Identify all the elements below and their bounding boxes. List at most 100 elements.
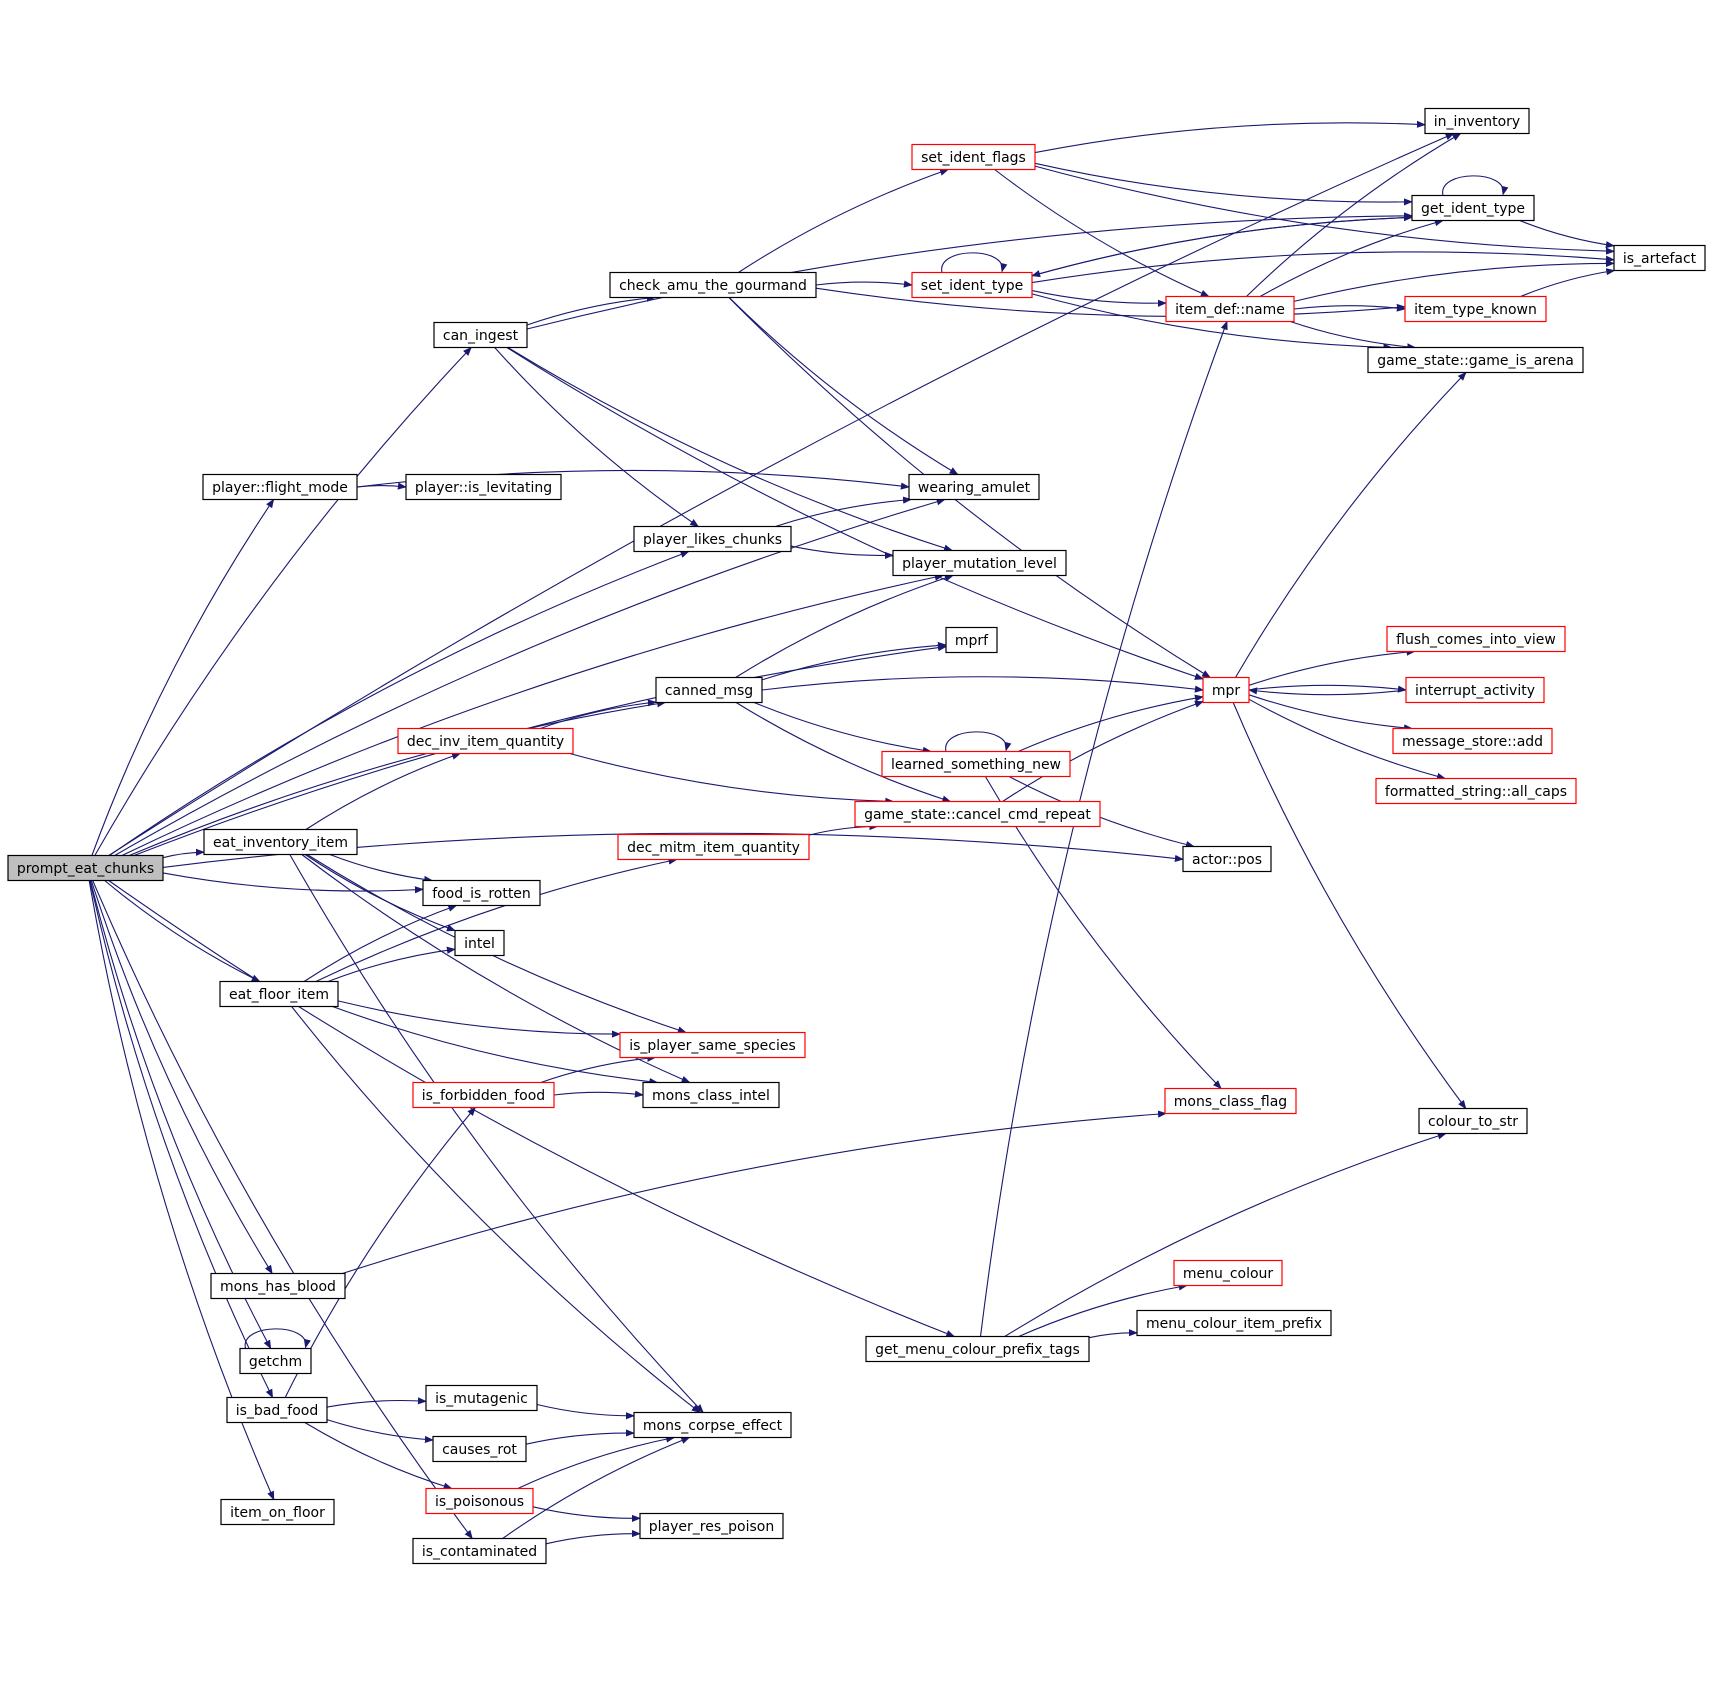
node-getchm[interactable]: getchm: [239, 1347, 312, 1375]
node-player-flight-mode[interactable]: player::flight_mode: [202, 473, 358, 501]
node-prompt-eat-chunks[interactable]: prompt_eat_chunks: [7, 854, 164, 882]
edge-check-amu-the-gourmand-to-item-type-known: [815, 287, 1406, 317]
node-causes-rot[interactable]: causes_rot: [432, 1435, 527, 1463]
edge-prompt-eat-chunks-to-mons-has-blood: [90, 880, 273, 1275]
node-player-likes-chunks[interactable]: player_likes_chunks: [633, 525, 792, 553]
edge-is-contaminated-to-mons-corpse-effect: [502, 1436, 691, 1539]
edge-eat-inventory-item-to-food-is-rotten: [329, 853, 434, 884]
node-label: menu_colour: [1183, 1266, 1274, 1282]
node-box: [1367, 346, 1584, 374]
node-is-forbidden-food[interactable]: is_forbidden_food: [412, 1081, 555, 1109]
node-formatted-string-all-caps[interactable]: formatted_string::all_caps: [1375, 777, 1577, 805]
node-box: [1418, 1107, 1528, 1135]
node-label: mons_class_intel: [652, 1088, 770, 1104]
node-canned-msg[interactable]: canned_msg: [655, 676, 763, 704]
node-label: dec_inv_item_quantity: [407, 734, 564, 750]
node-is-artefact[interactable]: is_artefact: [1613, 244, 1706, 272]
edge-causes-rot-to-mons-corpse-effect: [525, 1429, 635, 1445]
node-mpr[interactable]: mpr: [1202, 676, 1250, 704]
edge-get-menu-colour-prefix-tags-to-menu-colour-item-prefix: [1088, 1329, 1138, 1339]
node-mons-class-intel[interactable]: mons_class_intel: [642, 1081, 780, 1109]
node-check-amu-the-gourmand[interactable]: check_amu_the_gourmand: [609, 271, 817, 299]
node-is-contaminated[interactable]: is_contaminated: [412, 1537, 547, 1565]
node-set-ident-flags[interactable]: set_ident_flags: [911, 143, 1036, 171]
node-menu-colour[interactable]: menu_colour: [1173, 1259, 1283, 1287]
node-interrupt-activity[interactable]: interrupt_activity: [1405, 676, 1545, 704]
node-get-ident-type[interactable]: get_ident_type: [1411, 194, 1535, 222]
edge-canned-msg-to-game-state-cancel-cmd-repeat: [735, 702, 952, 803]
edge-can-ingest-to-get-ident-type: [526, 212, 1413, 330]
node-label: flush_comes_into_view: [1396, 632, 1556, 648]
node-is-mutagenic[interactable]: is_mutagenic: [425, 1384, 538, 1412]
edge-prompt-eat-chunks-to-is-bad-food: [89, 880, 274, 1399]
node-label: mons_class_flag: [1174, 1094, 1287, 1110]
edge-mpr-to-message-store-add: [1248, 694, 1413, 732]
node-player-res-poison[interactable]: player_res_poison: [639, 1512, 784, 1540]
edge-set-ident-type-to-get-ident-type: [1031, 214, 1413, 277]
node-item-def-name[interactable]: item_def::name: [1165, 295, 1295, 323]
node-eat-floor-item[interactable]: eat_floor_item: [219, 980, 339, 1008]
node-can-ingest[interactable]: can_ingest: [433, 321, 528, 349]
node-actor-pos[interactable]: actor::pos: [1182, 845, 1272, 873]
node-box: [1405, 676, 1545, 704]
node-game-state-cancel-cmd-repeat[interactable]: game_state::cancel_cmd_repeat: [854, 800, 1101, 828]
node-get-menu-colour-prefix-tags[interactable]: get_menu_colour_prefix_tags: [865, 1335, 1090, 1363]
edge-check-amu-the-gourmand-to-wearing-amulet: [728, 297, 959, 475]
edge-mpr-to-interrupt-activity: [1248, 684, 1407, 693]
node-item-type-known[interactable]: item_type_known: [1404, 295, 1547, 323]
node-dec-inv-item-quantity[interactable]: dec_inv_item_quantity: [397, 727, 574, 755]
node-intel[interactable]: intel: [454, 929, 505, 957]
node-menu-colour-item-prefix[interactable]: menu_colour_item_prefix: [1136, 1309, 1332, 1337]
node-layer: prompt_eat_chunks eat_inventory_item eat_f…: [7, 107, 1706, 1565]
edge-prompt-eat-chunks-to-canned-msg: [129, 700, 667, 857]
node-set-ident-type[interactable]: set_ident_type: [911, 271, 1033, 299]
node-is-poisonous[interactable]: is_poisonous: [425, 1487, 534, 1515]
node-wearing-amulet[interactable]: wearing_amulet: [908, 473, 1040, 501]
node-label: game_state::cancel_cmd_repeat: [864, 807, 1091, 823]
node-label: item_type_known: [1414, 302, 1537, 318]
edge-eat-floor-item-to-is-player-same-species: [337, 1000, 621, 1038]
edge-canned-msg-to-learned-something-new: [753, 701, 932, 754]
edge-check-amu-the-gourmand-to-mpr: [728, 297, 1211, 678]
edge-eat-floor-item-to-mons-corpse-effect: [291, 1006, 701, 1414]
node-box: [1375, 777, 1577, 805]
node-food-is-rotten[interactable]: food_is_rotten: [422, 879, 541, 907]
edge-mpr-to-colour-to-str: [1232, 702, 1467, 1110]
node-item-on-floor[interactable]: item_on_floor: [220, 1498, 335, 1526]
node-player-is-levitating[interactable]: player::is_levitating: [405, 473, 562, 501]
node-mons-has-blood[interactable]: mons_has_blood: [210, 1272, 346, 1300]
node-player-mutation-level[interactable]: player_mutation_level: [892, 549, 1067, 577]
node-box: [425, 1384, 538, 1412]
node-mons-class-flag[interactable]: mons_class_flag: [1164, 1087, 1297, 1115]
node-learned-something-new[interactable]: learned_something_new: [881, 750, 1071, 778]
node-is-bad-food[interactable]: is_bad_food: [226, 1396, 328, 1424]
node-label: is_player_same_species: [629, 1038, 796, 1054]
edge-prompt-eat-chunks-to-food-is-rotten: [162, 872, 424, 894]
node-label: mpr: [1212, 683, 1241, 699]
edge-set-ident-flags-to-get-ident-type: [1034, 162, 1413, 206]
node-mprf[interactable]: mprf: [945, 626, 998, 654]
edge-item-def-name-to-game-state-game-is-arena: [1290, 320, 1417, 351]
edge-mpr-to-flush-comes-into-view: [1248, 648, 1416, 686]
node-game-state-game-is-arena[interactable]: game_state::game_is_arena: [1367, 346, 1584, 374]
node-colour-to-str[interactable]: colour_to_str: [1418, 1107, 1528, 1135]
node-is-player-same-species[interactable]: is_player_same_species: [619, 1031, 806, 1059]
edge-get-ident-type-to-get-ident-type: [1442, 175, 1509, 196]
node-label: get_menu_colour_prefix_tags: [875, 1342, 1080, 1358]
node-mons-corpse-effect[interactable]: mons_corpse_effect: [633, 1411, 792, 1439]
node-dec-mitm-item-quantity[interactable]: dec_mitm_item_quantity: [617, 833, 810, 861]
node-label: get_ident_type: [1421, 201, 1525, 217]
node-box: [1424, 107, 1530, 135]
node-label: mprf: [955, 633, 989, 649]
node-flush-comes-into-view[interactable]: flush_comes_into_view: [1386, 625, 1566, 653]
node-box: [219, 980, 339, 1008]
node-box: [854, 800, 1101, 828]
edge-player-likes-chunks-to-wearing-amulet: [775, 496, 912, 528]
node-in-inventory[interactable]: in_inventory: [1424, 107, 1530, 135]
node-eat-inventory-item[interactable]: eat_inventory_item: [203, 828, 358, 856]
edge-set-ident-flags-to-item-def-name: [994, 169, 1210, 298]
edge-eat-floor-item-to-mons-class-intel: [332, 1005, 659, 1086]
edge-canned-msg-to-player-mutation-level: [735, 574, 954, 678]
node-message-store-add[interactable]: message_store::add: [1392, 727, 1553, 755]
node-label: formatted_string::all_caps: [1385, 784, 1567, 800]
